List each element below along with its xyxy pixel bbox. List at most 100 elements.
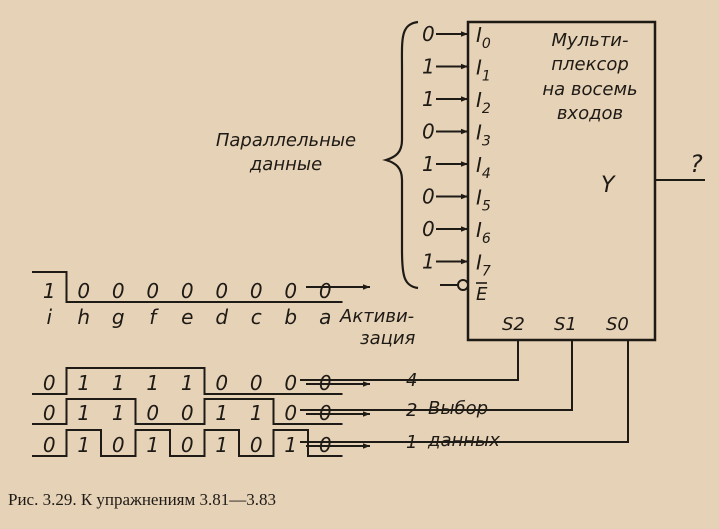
select-wave-2-bit: 0 bbox=[43, 401, 56, 425]
enable-pin-label: E bbox=[476, 284, 488, 305]
select-wave-1-bit: 0 bbox=[181, 433, 194, 457]
input-pin-label: I0 bbox=[476, 23, 491, 52]
select-wave-1-bit: 0 bbox=[43, 433, 56, 457]
mux-title-line-1: Мульти- bbox=[552, 30, 629, 51]
input-pin-label: I6 bbox=[476, 218, 491, 247]
enable-wave-bit: 0 bbox=[284, 279, 297, 303]
enable-wave-bit: 0 bbox=[319, 279, 332, 303]
input-value: 0 bbox=[422, 185, 435, 209]
mux-title-line-3: на восемь bbox=[542, 79, 637, 100]
mux-title-line-2: плексор bbox=[551, 54, 629, 75]
enable-wave-bit: 0 bbox=[215, 279, 228, 303]
parallel-label-line-1: Параллельные bbox=[216, 130, 356, 151]
input-pin-subscript: 0 bbox=[482, 36, 491, 52]
select-wave-1-bit: 1 bbox=[146, 433, 159, 457]
select-label-line-2: данных bbox=[427, 430, 500, 451]
phase-letter: g bbox=[112, 305, 125, 329]
select-wave-2-bit: 1 bbox=[112, 401, 125, 425]
select-wave-4-bit: 1 bbox=[112, 371, 125, 395]
select-wave-2-trace bbox=[32, 398, 343, 425]
enable-wave-bit: 0 bbox=[146, 279, 159, 303]
phase-letter: b bbox=[284, 305, 297, 329]
input-pin-label: I2 bbox=[476, 88, 491, 117]
select-wave-1: 010101010 bbox=[32, 429, 343, 457]
select-wave-1-bit: 1 bbox=[215, 433, 228, 457]
select-weight-4: 4 bbox=[406, 370, 417, 391]
select-waveforms: 011110000011001100010101010 bbox=[32, 367, 343, 457]
parallel-label-line-2: данные bbox=[249, 154, 322, 175]
select-wire-s1 bbox=[300, 340, 573, 411]
output-value: ? bbox=[690, 150, 703, 178]
enable-wave-bit: 0 bbox=[112, 279, 125, 303]
select-wire-s2 bbox=[300, 340, 519, 381]
select-wave-4-bit: 0 bbox=[215, 371, 228, 395]
phase-letter: f bbox=[149, 305, 159, 329]
input-pin-subscript: 2 bbox=[482, 101, 491, 117]
select-wave-4-bit: 0 bbox=[284, 371, 297, 395]
input-pin-subscript: 4 bbox=[482, 166, 491, 182]
select-label-line-1: Выбор bbox=[428, 398, 488, 419]
select-wave-2-bit: 0 bbox=[284, 401, 297, 425]
phase-letter: d bbox=[215, 305, 228, 329]
input-row-i7: 1 I7 bbox=[422, 250, 491, 280]
input-pin-label: I3 bbox=[476, 121, 491, 150]
enable-inversion-bubble bbox=[457, 279, 469, 291]
input-pin-subscript: 5 bbox=[482, 199, 491, 215]
input-row-i3: 0 I3 bbox=[422, 120, 491, 150]
select-wave-2-bit: 1 bbox=[77, 401, 90, 425]
input-pin-subscript: 6 bbox=[482, 231, 491, 247]
select-wave-1-trace bbox=[32, 429, 343, 457]
select-wave-2-bit: 0 bbox=[146, 401, 159, 425]
enable-wave-bit: 0 bbox=[77, 279, 90, 303]
select-wave-4-bit: 1 bbox=[77, 371, 90, 395]
select-wave-2-bit: 0 bbox=[181, 401, 194, 425]
phase-letter: e bbox=[181, 305, 193, 329]
input-pin-subscript: 3 bbox=[482, 134, 491, 150]
input-pin-label: I7 bbox=[476, 251, 491, 280]
enable-label-line-2: зация bbox=[360, 328, 416, 349]
enable-label-line-1: Активи- bbox=[339, 306, 414, 327]
select-wave-1-bit: 1 bbox=[284, 433, 297, 457]
select-wave-4-bit: 0 bbox=[250, 371, 263, 395]
select-wave-1-bit: 0 bbox=[112, 433, 125, 457]
select-wire-s0 bbox=[300, 340, 629, 443]
input-pin-label: I4 bbox=[476, 153, 491, 182]
input-value: 0 bbox=[422, 22, 435, 46]
figure-caption: Рис. 3.29. К упражнениям 3.81—3.83 bbox=[8, 490, 276, 509]
output-label-y: Y bbox=[601, 173, 616, 198]
input-pin-subscript: 1 bbox=[482, 69, 491, 85]
select-wave-4-bit: 1 bbox=[146, 371, 159, 395]
select-wave-4-bit: 1 bbox=[181, 371, 194, 395]
enable-wave-bit: 1 bbox=[43, 279, 56, 303]
enable-wave-bit: 0 bbox=[250, 279, 263, 303]
select-pin-s0: S0 bbox=[606, 314, 629, 335]
enable-wave-trace bbox=[32, 271, 343, 303]
input-pin-label: I1 bbox=[476, 56, 491, 85]
input-value: 1 bbox=[422, 87, 435, 111]
input-row-i2: 1 I2 bbox=[422, 87, 491, 117]
select-wave-2-bit: 1 bbox=[250, 401, 263, 425]
input-pin-label: I5 bbox=[476, 186, 491, 215]
parallel-brace bbox=[382, 20, 419, 290]
input-value: 1 bbox=[422, 55, 435, 79]
select-wave-1-bit: 0 bbox=[250, 433, 263, 457]
input-row-i5: 0 I5 bbox=[422, 185, 491, 215]
phase-letter: i bbox=[46, 305, 52, 329]
enable-wave-bit: 0 bbox=[181, 279, 194, 303]
select-wave-4-trace bbox=[32, 367, 343, 395]
phase-letter: c bbox=[251, 305, 262, 329]
input-value: 0 bbox=[422, 120, 435, 144]
input-pin-subscript: 7 bbox=[482, 264, 491, 280]
select-weight-1: 1 bbox=[406, 432, 417, 453]
input-value: 1 bbox=[422, 250, 435, 274]
mux-title-line-4: входов bbox=[557, 103, 623, 124]
